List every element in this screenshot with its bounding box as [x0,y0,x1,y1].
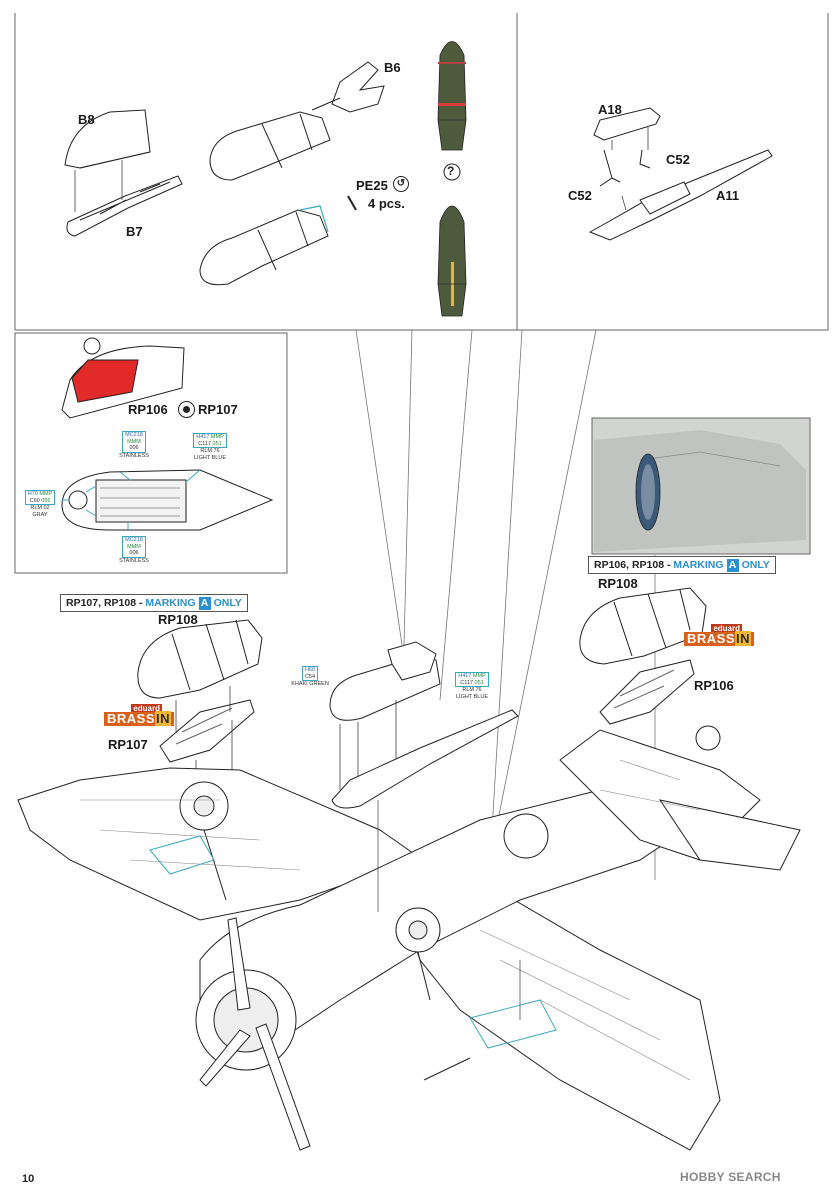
label-b6: B6 [384,60,401,75]
label-rp108-right: RP108 [598,576,638,591]
aircraft-fw190 [17,725,801,1151]
label-b7: B7 [126,224,143,239]
label-rp107-top: RP107 [198,402,238,417]
a18-part [593,107,661,141]
pe-rotate-icon: ↺ [393,176,409,192]
bomb-upper [437,41,467,151]
tank-upper [209,111,331,181]
detail-inset-left [14,332,288,574]
rp107-left [159,699,255,763]
label-b8: B8 [78,112,95,127]
label-rp107-left: RP107 [108,737,148,752]
question-icon: ? [447,164,455,178]
canopy-panel [61,345,185,419]
watermark: HOBBY SEARCH [680,1170,781,1184]
page-number: 10 [22,1173,35,1185]
label-a18: A18 [598,102,622,117]
rp108-right [579,587,707,665]
rp108-left [137,619,263,699]
cockpit-tub [61,469,274,531]
label-c52-right: C52 [666,152,690,167]
label-rp106-right: RP106 [694,678,734,693]
b8-part [64,109,151,169]
label-pe25-qty: 4 pcs. [368,196,405,211]
tank-lower [199,209,329,286]
b6-fin [331,61,385,113]
label-c52-left: C52 [568,188,592,203]
label-rp106-top: RP106 [128,402,168,417]
replace-icon [178,401,195,418]
b7-part [66,175,183,237]
center-pylon [331,709,519,809]
label-rp108-left: RP108 [158,612,198,627]
bomb-lower [437,205,467,317]
label-pe25: PE25 [356,178,388,193]
center-drop-tank [329,641,441,721]
brassin-logo-left: eduard BRASSIN [104,704,175,726]
brassin-logo-right: eduard BRASSIN [684,624,755,646]
a11-part [588,149,773,241]
label-a11: A11 [716,188,740,203]
rp106-right [599,659,695,725]
photo-wing-detail [594,430,806,552]
c52-parts [599,149,651,187]
